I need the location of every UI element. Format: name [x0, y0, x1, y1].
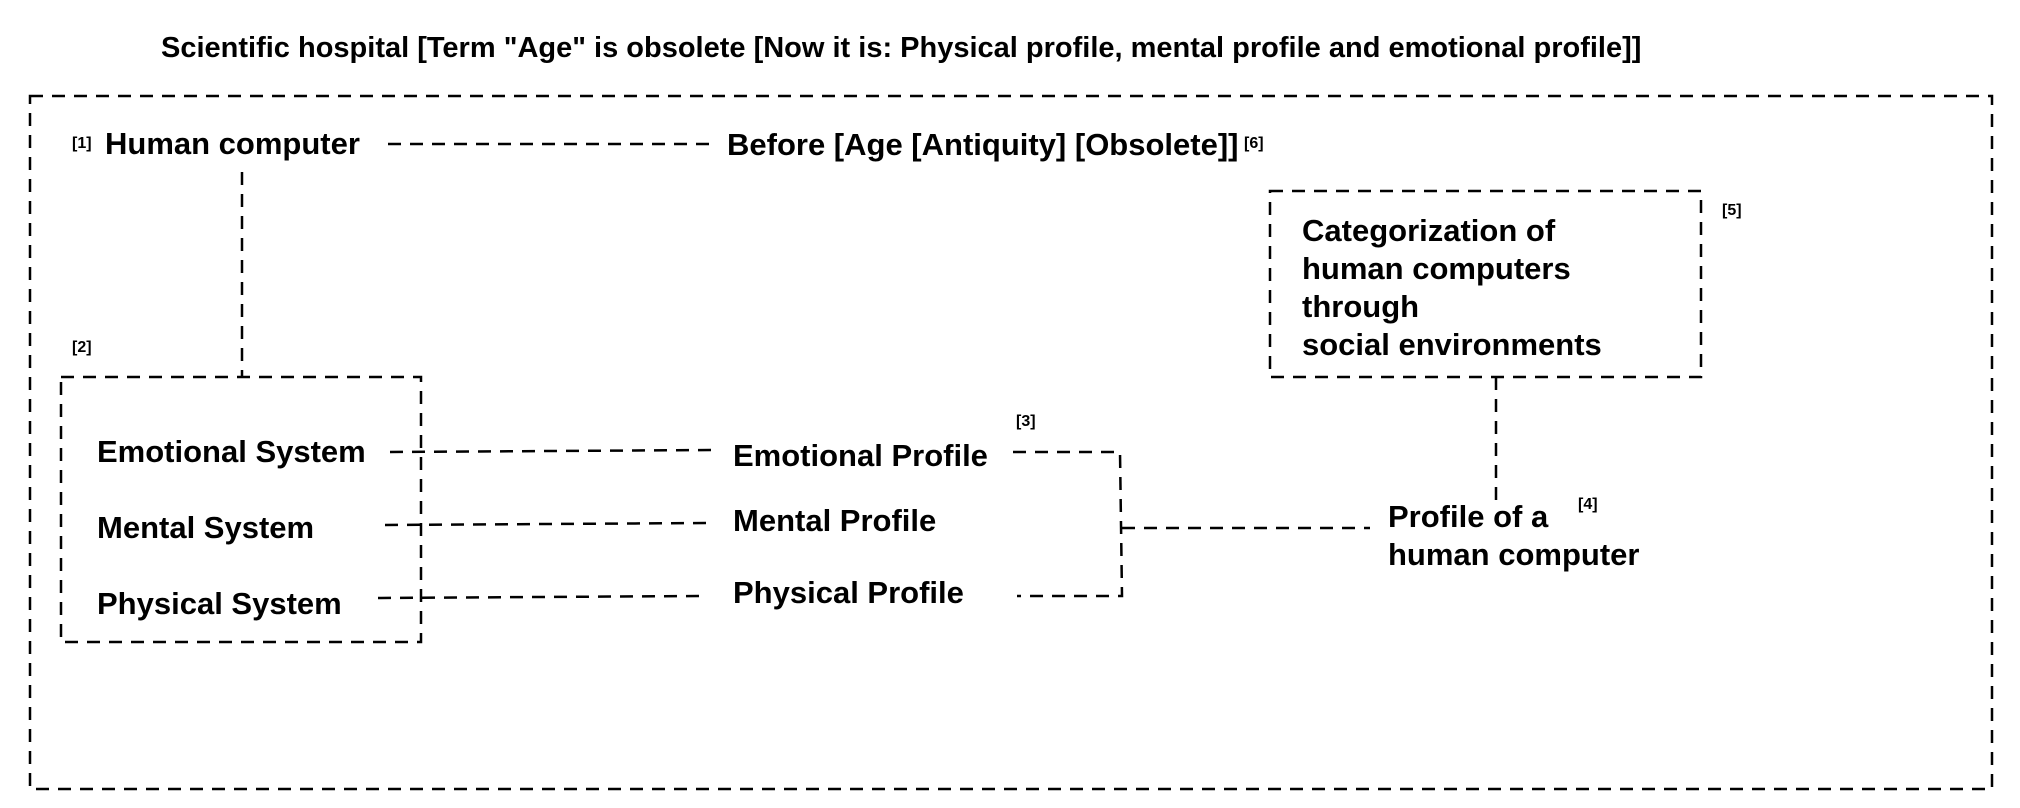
- node-physical-profile: Physical Profile: [733, 575, 964, 610]
- node-physical-system: Physical System: [97, 586, 342, 621]
- note-marker-3: [3]: [1016, 413, 1036, 430]
- node-categorization: Categorization of human computers throug…: [1302, 213, 1602, 362]
- node-mental-system: Mental System: [97, 510, 315, 545]
- note-marker-5: [5]: [1722, 202, 1742, 219]
- node-emotional-profile: Emotional Profile: [733, 438, 988, 473]
- node-emotional-system: Emotional System: [97, 434, 366, 469]
- edge-physical-system-to-profile: [377, 594, 703, 600]
- node-before-age: Before [Age [Antiquity] [Obsolete]]: [727, 127, 1239, 162]
- edge-mental-system-to-profile: [384, 521, 711, 527]
- edge-emotional-system-to-profile: [389, 448, 716, 454]
- bracket-profiles: [1013, 450, 1124, 598]
- note-marker-4: [4]: [1578, 496, 1598, 513]
- note-marker-1: [1]: [72, 135, 92, 152]
- outer-boundary: [28, 94, 1994, 791]
- page-title: Scientific hospital [Term "Age" is obsol…: [161, 32, 1642, 64]
- node-profile-of-human-computer: Profile of a human computer: [1388, 499, 1640, 572]
- node-human-computer: Human computer: [105, 126, 360, 161]
- note-marker-2: [2]: [72, 339, 92, 356]
- node-mental-profile: Mental Profile: [733, 503, 937, 538]
- note-marker-6: [6]: [1244, 135, 1264, 152]
